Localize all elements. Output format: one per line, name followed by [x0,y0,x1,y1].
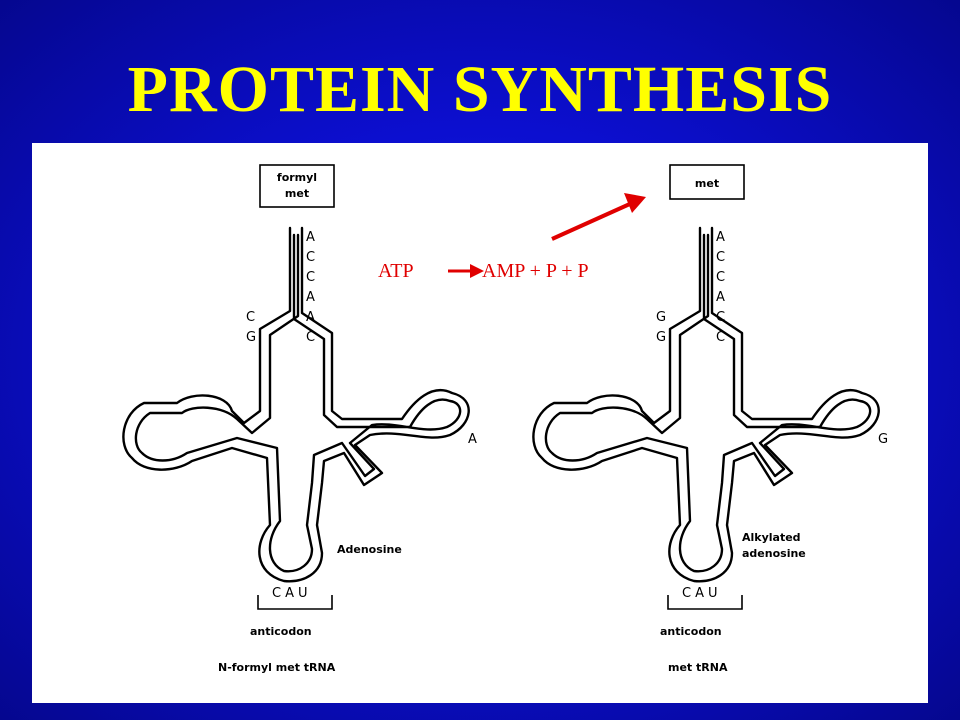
right-pair-base-2: G [656,330,666,345]
reaction-reactant: ATP [378,260,414,282]
right-pair-base-1: G [656,310,666,325]
left-stem-base-1: A [306,230,315,245]
left-stem-base-5: A [306,310,315,325]
right-trna: met A C C A C C G G G CAU anticodon Alky… [532,164,888,674]
reaction-arrow-head [470,264,484,278]
reaction-annotation: ATP AMP + P + P [378,193,646,282]
left-tpsic-label: A [468,432,477,447]
slide-title: PROTEIN SYNTHESIS [127,53,833,126]
right-stem-base-4: A [716,290,725,305]
left-amino-acid-label-2: met [285,187,309,200]
left-anticodon-bracket [257,595,333,610]
right-amino-acid-label: met [695,177,719,190]
left-trna: formyl met A C C A A C C G A CAU anticod… [122,164,477,674]
left-pair-bases: C G [246,310,256,345]
met-pointer-arrow [551,201,633,241]
right-stem-base-1: A [716,230,725,245]
left-stem-base-4: A [306,290,315,305]
right-anticodon: CAU [682,586,722,601]
right-modified-base-label-2: adenosine [742,547,806,560]
right-stem-base-6: C [716,330,725,345]
right-stem-base-5: C [716,310,725,325]
left-stem-base-2: C [306,250,315,265]
left-pair-base-2: G [246,330,256,345]
left-acceptor-stem: A C C A A C [306,230,315,345]
left-stem-base-6: C [306,330,315,345]
trna-figure-panel: formyl met A C C A A C C G A CAU anticod… [32,143,928,703]
trna-diagram: formyl met A C C A A C C G A CAU anticod… [122,164,888,674]
left-pair-base-1: C [246,310,255,325]
left-anticodon-label: anticodon [250,625,312,638]
left-amino-acid-label-1: formyl [277,171,317,184]
right-modified-base-label-1: Alkylated [742,531,801,544]
met-pointer-arrow-head [624,193,646,213]
right-anticodon-bracket [667,595,743,610]
right-acceptor-stem: A C C A C C [716,230,725,345]
left-amino-acid-box [259,164,335,208]
right-pair-bases: G G [656,310,666,345]
reaction-products: AMP + P + P [482,260,589,282]
left-modified-base-label: Adenosine [337,543,402,556]
right-anticodon-label: anticodon [660,625,722,638]
right-stem-base-2: C [716,250,725,265]
right-trna-backbone [532,226,880,583]
left-trna-backbone [122,226,470,583]
right-stem-base-3: C [716,270,725,285]
left-trna-caption: N-formyl met tRNA [218,661,336,674]
left-stem-base-3: C [306,270,315,285]
left-anticodon: CAU [272,586,312,601]
right-tpsic-label: G [878,432,888,447]
right-trna-caption: met tRNA [668,661,728,674]
right-amino-acid-box [669,164,745,200]
